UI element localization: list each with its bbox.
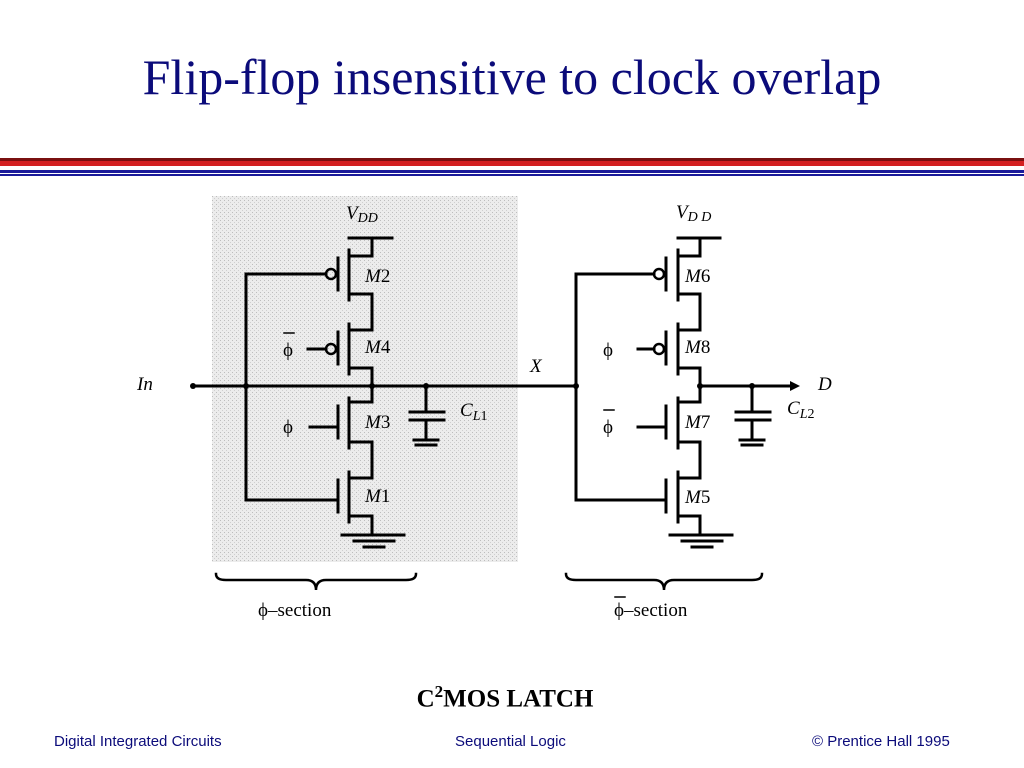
output-arrow [790, 381, 800, 391]
footer-topic: Sequential Logic [455, 733, 566, 750]
footer-copyright: © Prentice Hall 1995 [812, 733, 950, 750]
cl2-label: CL2 [787, 398, 814, 422]
m3-phi-label: ϕ [283, 417, 293, 438]
phibar-section-brace [564, 572, 764, 591]
m3-label: M3 [364, 412, 390, 433]
output-d-label: D [817, 374, 832, 395]
diagram-caption: C2MOS LATCH [416, 682, 594, 713]
title-divider [0, 158, 1024, 176]
m2-label: M2 [364, 266, 390, 287]
phi-section-brace [214, 572, 418, 591]
cl1-label: CL1 [460, 400, 487, 424]
node-x-label: X [529, 356, 543, 377]
phi-section-shade [212, 196, 518, 562]
slide-title: Flip-flop insensitive to clock overlap [142, 49, 882, 105]
m8-label: M8 [684, 337, 710, 358]
phi-section-label: ϕ–section [258, 600, 332, 621]
m6-label: M6 [684, 266, 710, 287]
m4-label: M4 [364, 337, 391, 358]
footer-course: Digital Integrated Circuits [54, 733, 222, 750]
left-vdd-label: VDD [346, 203, 378, 226]
m5-label: M5 [684, 487, 710, 508]
m7-label: M7 [684, 412, 710, 433]
m7-phibar-label: ϕ [603, 417, 613, 438]
phibar-section-label: ϕ–section [614, 600, 688, 621]
m1-label: M1 [364, 486, 390, 507]
m4-phibar-label: ϕ [283, 340, 293, 361]
input-label: In [136, 374, 153, 395]
right-vdd-label: VD D [676, 202, 711, 225]
m8-phi-label: ϕ [603, 340, 613, 361]
c2mos-latch-diagram: VDD M2 M4 M3 M1 ϕ ϕ CL1 In X D VD D M6 M… [136, 196, 832, 621]
